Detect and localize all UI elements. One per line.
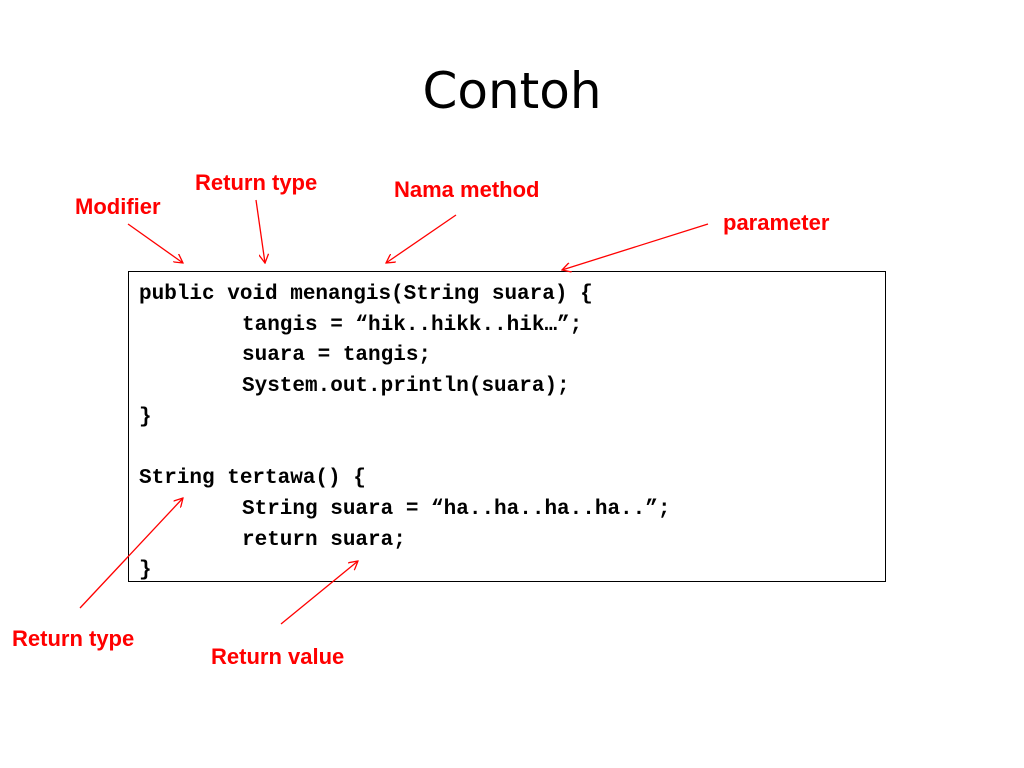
code-block: public void menangis(String suara) { tan… <box>128 271 886 582</box>
arrow-return-type-top <box>255 199 265 263</box>
label-modifier: Modifier <box>75 194 161 219</box>
code-line: String suara = “ha..ha..ha..ha..”; <box>242 497 671 521</box>
code-line: } <box>139 559 152 583</box>
code-line: String tertawa() { <box>139 467 366 491</box>
arrow-nama-method <box>386 214 457 263</box>
arrow-modifier <box>127 223 183 263</box>
label-return-type-top: Return type <box>195 170 318 195</box>
arrow-parameter <box>562 223 709 270</box>
code-line: suara = tangis; <box>242 344 432 368</box>
code-line: public void menangis(String suara) { <box>139 283 593 306</box>
label-parameter: parameter <box>723 210 830 235</box>
code-line: return suara; <box>242 528 406 552</box>
label-return-value: Return value <box>211 644 345 669</box>
code-line: } <box>139 405 152 429</box>
code-line: tangis = “hik..hikk..hik…”; <box>242 313 583 337</box>
arrow-return-type-bottom <box>79 498 183 609</box>
label-return-type-bottom: Return type <box>12 626 135 651</box>
code-line: System.out.println(suara); <box>242 375 570 399</box>
label-nama-method: Nama method <box>394 177 540 202</box>
slide-title: Contoh <box>422 62 602 120</box>
arrow-return-value <box>280 561 358 625</box>
